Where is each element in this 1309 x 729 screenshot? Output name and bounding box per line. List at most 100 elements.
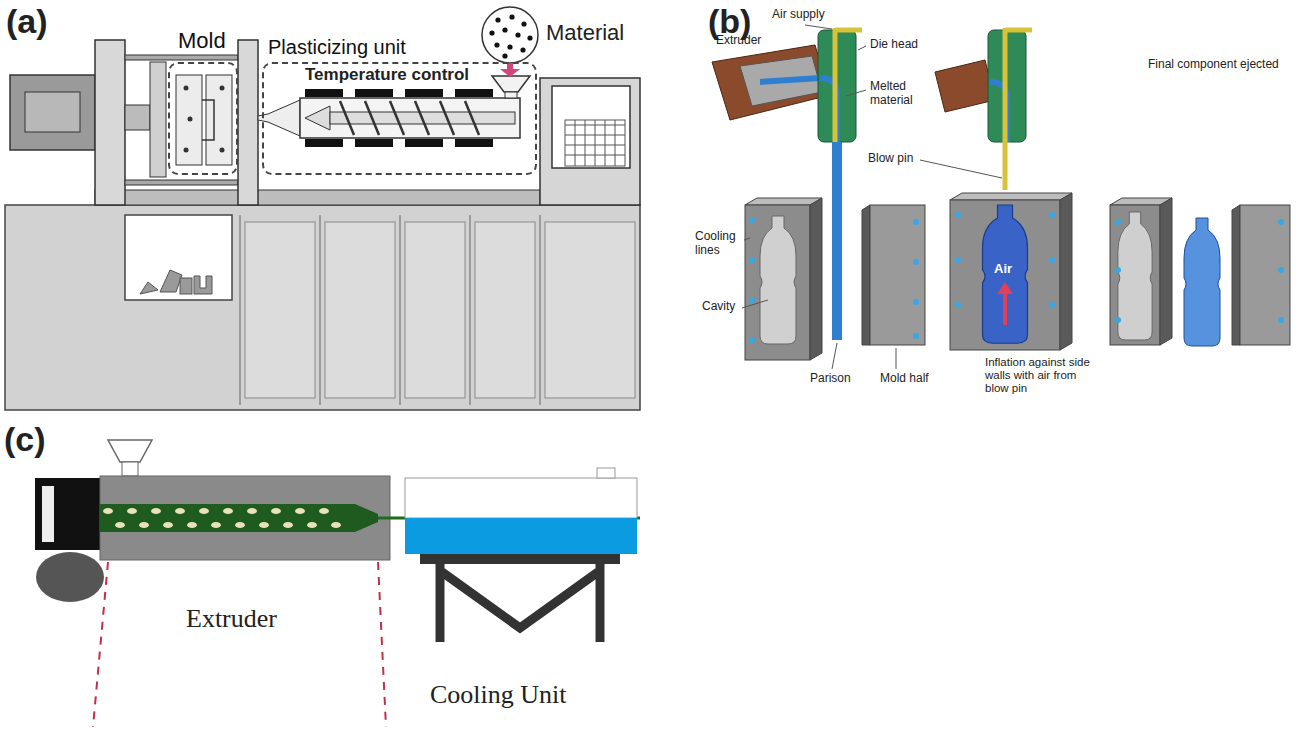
part-label: Final component ejected [1148,58,1279,72]
blow-left-extruder-part [740,56,822,106]
material-pellets-part-part [527,35,532,40]
leader-lines-part [896,348,897,369]
blow-middle-stage-part [955,302,961,308]
barrel-and-screw-part [340,101,479,135]
blow-left-mold-part [810,198,822,360]
clamping-unit-part [125,180,238,185]
barrel-and-screw-part [300,98,520,138]
blow-left-mold-part [913,259,919,265]
extruder-barrel-part [100,476,390,560]
leader-lines-part [805,25,832,29]
blow-final-stage-part [1160,198,1172,345]
barrel-and-screw [258,89,520,147]
blow-left-mold-part [913,333,919,339]
material-pellets-part-part [495,17,500,22]
leader-lines-part [858,46,866,50]
blow-final-stage-part [1278,219,1284,225]
blow-left-mold-part [749,337,755,343]
blow-final-stage-part [1115,267,1121,273]
machine-base-part [125,215,232,300]
extruder-drive-part [36,552,104,602]
zoom-lines [93,562,386,727]
blow-left-mold-part [870,205,925,345]
barrel-and-screw-part [355,139,393,147]
extruder-barrel-part [355,504,378,532]
extruder-barrel-part-part [247,508,257,514]
extruder-barrel-part-part [307,522,317,528]
machine-base-part [240,215,241,405]
part-label: Cooling lines [695,230,743,258]
machine-base-part [545,222,635,398]
barrel-and-screw-part [258,100,300,136]
part-label: Cavity [702,300,735,314]
molded-parts-part [180,278,192,294]
control-cabinet-part-part [615,120,616,166]
molded-parts [140,270,212,294]
machine-base-part [320,215,321,405]
extruder-barrel-part-part [175,508,185,514]
machine-base-part [400,215,401,405]
control-cabinet-part-part [565,155,625,156]
cooling-unit [405,468,637,642]
part-label: Parison [810,372,851,386]
extruder-barrel-part-part [127,508,137,514]
clamping-unit-part [125,55,238,60]
mold-region: Mold [168,62,238,175]
cooling-unit-part [597,468,615,478]
part-label: Air supply [772,8,825,22]
extruder-barrel-part-part [163,522,173,528]
control-cabinet-part [540,78,640,205]
mold-halves-part [202,100,214,140]
part-label: Extruder [716,34,761,48]
part-label: Blow pin [868,152,913,166]
blow-left-mold-part [913,219,919,225]
control-cabinet [540,78,640,205]
cooling-unit-part [440,562,600,642]
part-label: Material [546,20,624,45]
machine-base-part [405,222,465,398]
mold-halves-part [206,75,232,165]
control-cabinet-part [552,86,630,168]
extruder-barrel-part-part [223,508,233,514]
extruder-barrel-part [122,462,138,476]
blow-middle-stage-part [1049,212,1055,218]
blow-final-stage-part [1278,317,1284,323]
material-pellets-part-part [509,14,514,19]
part-label: Temperature control [305,65,469,85]
machine-base-part [245,222,315,398]
extruder-barrel-part-part [187,522,197,528]
material-pellets-part-part [521,21,526,26]
blow-final-stage-part [1184,218,1220,346]
extruder-barrel-part-part [235,522,245,528]
extruder-barrel-part-part [199,508,209,514]
blow-final-stage-part [1110,205,1160,345]
blow-final-stage-part [1278,267,1284,273]
blow-final-stage-part [1232,205,1240,345]
mold-halves-part [220,148,225,153]
leader-lines-part [920,160,1002,178]
barrel-and-screw-part-part [340,101,354,135]
extruder-barrel [100,440,640,560]
blow-left-mold-part [913,299,919,305]
barrel-and-screw-part [355,89,393,97]
barrel-and-screw-part-part [465,101,479,135]
blow-final-stage-part [1118,212,1152,340]
machine-base-part [5,205,640,410]
material-pellets-part-part [507,44,512,49]
blow-middle-stage-part [997,282,1013,294]
extruder-barrel-part [103,508,341,528]
part-label: Mold half [880,372,929,386]
extruder-drive-part [35,478,100,550]
blow-left-mold-part [745,198,822,205]
blow-middle-stage-part [1049,302,1055,308]
control-cabinet-part-part [565,120,625,166]
blow-middle-stage-part [1003,28,1008,190]
step-note: Inflation against side walls with air fr… [985,356,1103,396]
material-pellets-part-part [515,32,520,37]
hopper-part [492,76,530,92]
blow-middle-stage-part [983,205,1028,343]
extruder-barrel-part-part [211,522,221,528]
extruder-barrel-part-part [295,508,305,514]
clamping-unit [10,40,540,205]
barrel-and-screw-part [305,89,343,97]
